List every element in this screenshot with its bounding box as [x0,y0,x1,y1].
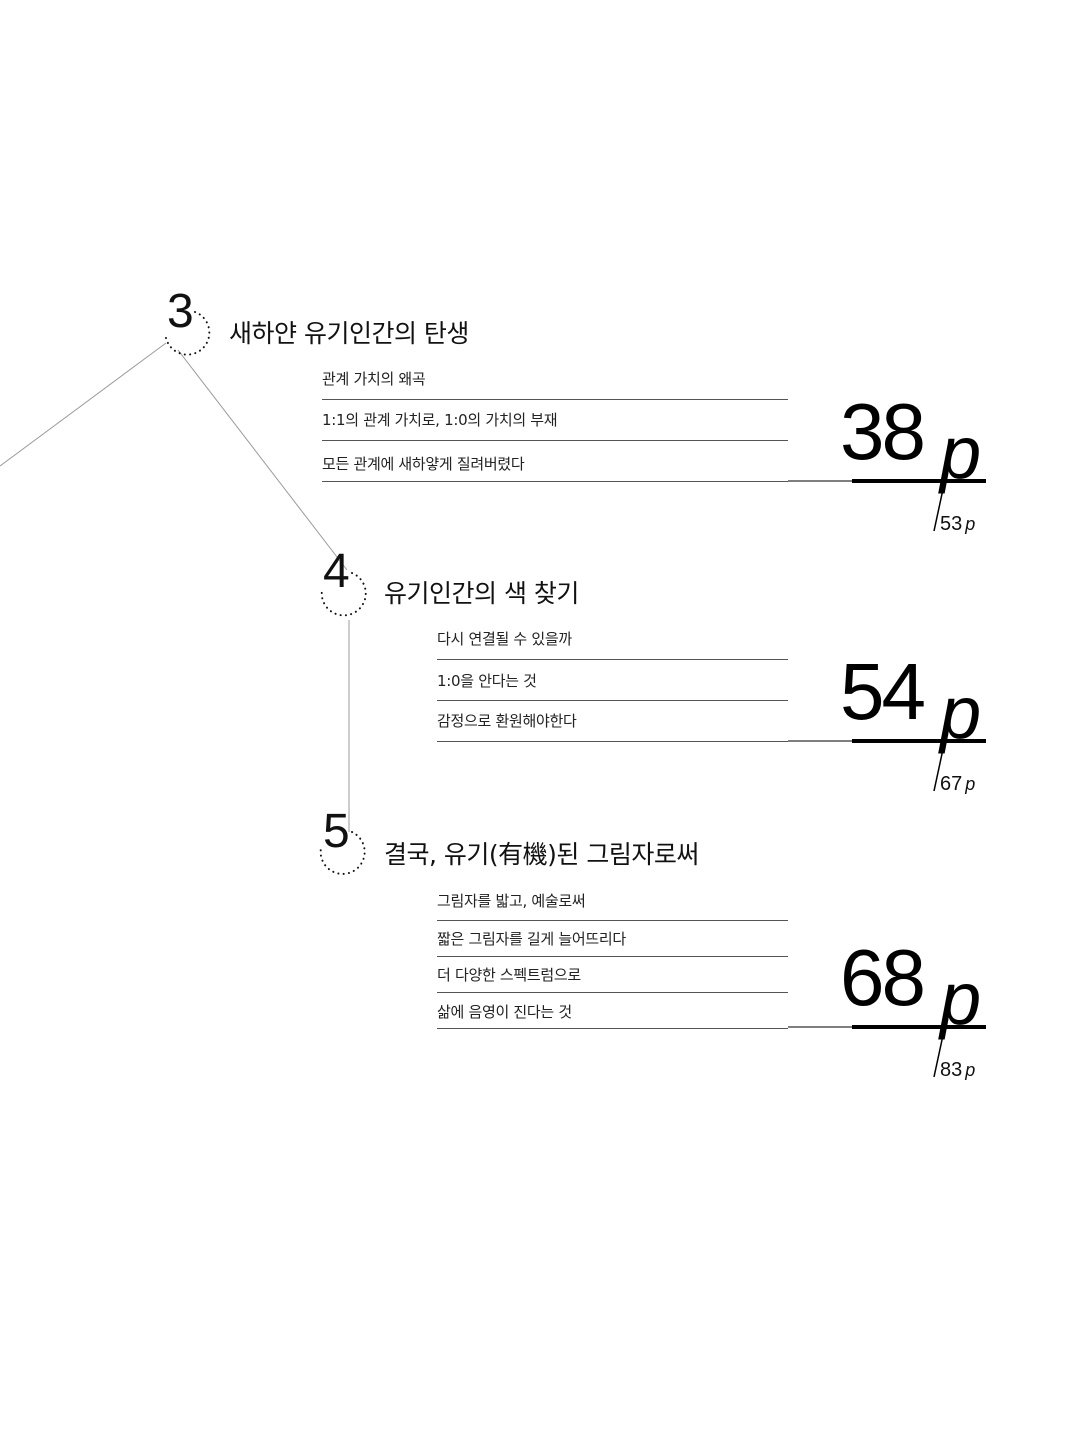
page-suffix: p [940,671,982,754]
page-underline-bar [852,739,986,743]
chapter-title[interactable]: 결국, 유기(有機)된 그림자로써 [384,840,699,869]
page-underline-bar [852,479,986,483]
subsection-item[interactable]: 다시 연결될 수 있을까 [437,628,788,660]
subsection-item[interactable]: 그림자를 밟고, 예술로써 [437,890,788,921]
subsection-list: 그림자를 밟고, 예술로써 짧은 그림자를 길게 늘어뜨리다 더 다양한 스펙트… [437,890,788,1029]
subsection-item[interactable]: 1:1의 관계 가치로, 1:0의 가치의 부재 [322,400,788,441]
chapter-title[interactable]: 새하얀 유기인간의 탄생 [229,319,469,348]
chapter-number: 4 [323,545,350,598]
connector-line-left [0,342,167,467]
chapter-title[interactable]: 유기인간의 색 찾기 [384,579,579,608]
subsection-item[interactable]: 감정으로 환원해야한다 [437,701,788,742]
start-page-number: 38 [840,387,926,476]
subsection-item[interactable]: 짧은 그림자를 길게 늘어뜨리다 [437,921,788,957]
page-suffix: p [940,957,982,1040]
page-underline-bar [852,1025,986,1029]
subsection-item[interactable]: 삶에 음영이 진다는 것 [437,993,788,1029]
chapter-number: 3 [167,285,194,338]
subsection-item[interactable]: 관계 가치의 왜곡 [322,368,788,400]
start-page-number: 68 [840,933,926,1022]
subsection-item[interactable]: 1:0을 안다는 것 [437,660,788,701]
subsection-list: 관계 가치의 왜곡 1:1의 관계 가치로, 1:0의 가치의 부재 모든 관계… [322,368,788,482]
start-page-number: 54 [840,647,926,736]
chapter-number: 5 [323,805,350,858]
page-suffix: p [940,411,982,494]
subsection-list: 다시 연결될 수 있을까 1:0을 안다는 것 감정으로 환원해야한다 [437,628,788,742]
subsection-item[interactable]: 더 다양한 스펙트럼으로 [437,957,788,993]
subsection-item[interactable]: 모든 관계에 새하얗게 질려버렸다 [322,441,788,482]
